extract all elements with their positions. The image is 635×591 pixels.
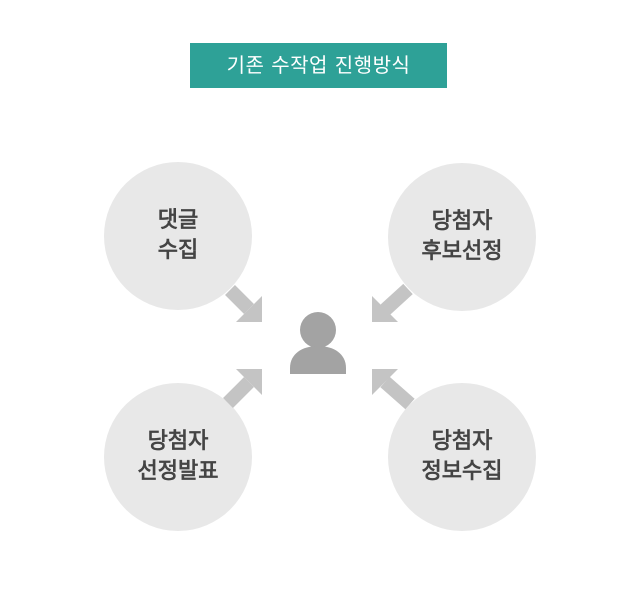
person-icon [290,312,346,374]
arrow-center-to-bottom-left [223,369,262,408]
node-label-line2: 선정발표 [137,459,219,484]
node-label-line1: 당첨자 [431,429,493,454]
node-label-line2: 수집 [157,238,199,263]
node-label-line2: 후보선정 [421,239,503,264]
arrow-bottom-right-to-center [372,369,415,410]
node-label-line2: 정보수집 [421,459,503,484]
node-winner-announcement: 당첨자 선정발표 [104,383,252,531]
page-title: 기존 수작업 진행방식 [190,43,447,88]
arrow-top-left-to-center [225,285,262,322]
node-comment-collection: 댓글 수집 [104,162,252,310]
node-winner-info-collection: 당첨자 정보수집 [388,383,536,531]
node-winner-candidate-selection: 당첨자 후보선정 [388,163,536,311]
node-label-line1: 당첨자 [431,209,493,234]
arrow-top-right-to-center [372,283,413,322]
node-label-line1: 당첨자 [147,429,209,454]
node-label-line1: 댓글 [157,208,199,233]
